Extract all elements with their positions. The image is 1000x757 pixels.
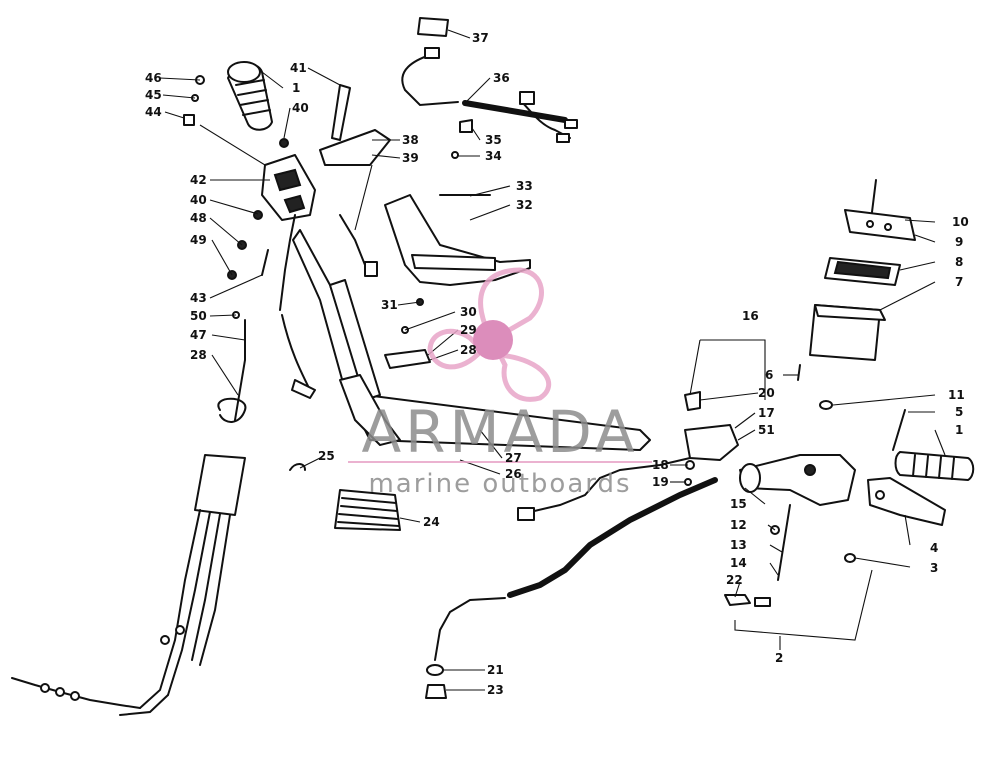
armada-watermark: ARMADA marine outboards [348, 267, 652, 499]
callout-15: 15 [730, 497, 747, 511]
callout-9: 9 [955, 235, 963, 249]
callout-48: 48 [190, 211, 207, 225]
callout-6: 6 [765, 368, 773, 382]
callout-labels: 46 45 44 1 41 40 42 40 48 49 43 50 47 28… [145, 31, 969, 697]
callout-23: 23 [487, 683, 504, 697]
part-drawings [11, 17, 975, 716]
callout-5: 5 [955, 405, 963, 419]
right-switch [517, 391, 739, 521]
callout-44: 44 [145, 105, 162, 119]
callout-8: 8 [955, 255, 963, 269]
watermark-tagline: marine outboards [368, 469, 631, 499]
right-grip-lever [844, 409, 975, 563]
callout-17: 17 [758, 406, 775, 420]
callout-20: 20 [758, 386, 775, 400]
callout-33: 33 [516, 179, 533, 193]
callout-41: 41 [290, 61, 307, 75]
callout-38: 38 [402, 133, 419, 147]
callout-36: 36 [493, 71, 510, 85]
left-grip [227, 61, 273, 131]
callout-28-left: 28 [190, 348, 207, 362]
callout-11: 11 [948, 388, 965, 402]
left-control-housing [261, 154, 316, 221]
callout-19: 19 [652, 475, 669, 489]
callout-22: 22 [726, 573, 743, 587]
propeller-blade [478, 267, 544, 344]
callout-39: 39 [402, 151, 419, 165]
callout-46: 46 [145, 71, 162, 85]
callout-30: 30 [460, 305, 477, 319]
handlebar-pad [384, 194, 531, 286]
callout-16: 16 [742, 309, 759, 323]
propeller-logo-icon [427, 267, 552, 402]
callout-42: 42 [190, 173, 207, 187]
left-hardware [183, 75, 269, 319]
watermark-brand: ARMADA [361, 398, 638, 466]
callout-40-lower: 40 [190, 193, 207, 207]
callout-2: 2 [775, 651, 783, 665]
callout-7: 7 [955, 275, 963, 289]
callout-47: 47 [190, 328, 207, 342]
leader-lines [159, 29, 946, 691]
callout-29: 29 [460, 323, 477, 337]
callout-45: 45 [145, 88, 162, 102]
callout-3: 3 [930, 561, 938, 575]
propeller-blade [495, 352, 552, 402]
callout-40-upper: 40 [292, 101, 309, 115]
callout-50: 50 [190, 309, 207, 323]
bellows-boot [289, 463, 401, 531]
handlebar [292, 229, 651, 451]
callout-12: 12 [730, 518, 747, 532]
callout-37: 37 [472, 31, 489, 45]
brake-hose [425, 477, 718, 699]
callout-28-right: 28 [460, 343, 477, 357]
propeller-blade [427, 328, 486, 370]
master-cylinder-reservoir [809, 179, 916, 410]
ring-clip [217, 397, 247, 423]
callout-25: 25 [318, 449, 335, 463]
callout-49: 49 [190, 233, 207, 247]
callout-27: 27 [505, 451, 522, 465]
upper-connectors [401, 17, 578, 159]
callout-1-left-grip: 1 [292, 81, 300, 95]
callout-24: 24 [423, 515, 440, 529]
callout-13: 13 [730, 538, 747, 552]
propeller-hub [473, 320, 513, 360]
callout-51: 51 [758, 423, 775, 437]
switch-box-harness [11, 454, 246, 716]
callout-31: 31 [381, 298, 398, 312]
callout-34: 34 [485, 149, 502, 163]
callout-14: 14 [730, 556, 747, 570]
callout-18: 18 [652, 458, 669, 472]
callout-10: 10 [952, 215, 969, 229]
callout-4: 4 [930, 541, 938, 555]
callout-43: 43 [190, 291, 207, 305]
callout-35: 35 [485, 133, 502, 147]
callout-21: 21 [487, 663, 504, 677]
callout-32: 32 [516, 198, 533, 212]
bracket-assembly [279, 84, 391, 277]
callout-26: 26 [505, 467, 522, 481]
brake-master-cylinder [724, 364, 856, 607]
callout-1-right-grip: 1 [955, 423, 963, 437]
